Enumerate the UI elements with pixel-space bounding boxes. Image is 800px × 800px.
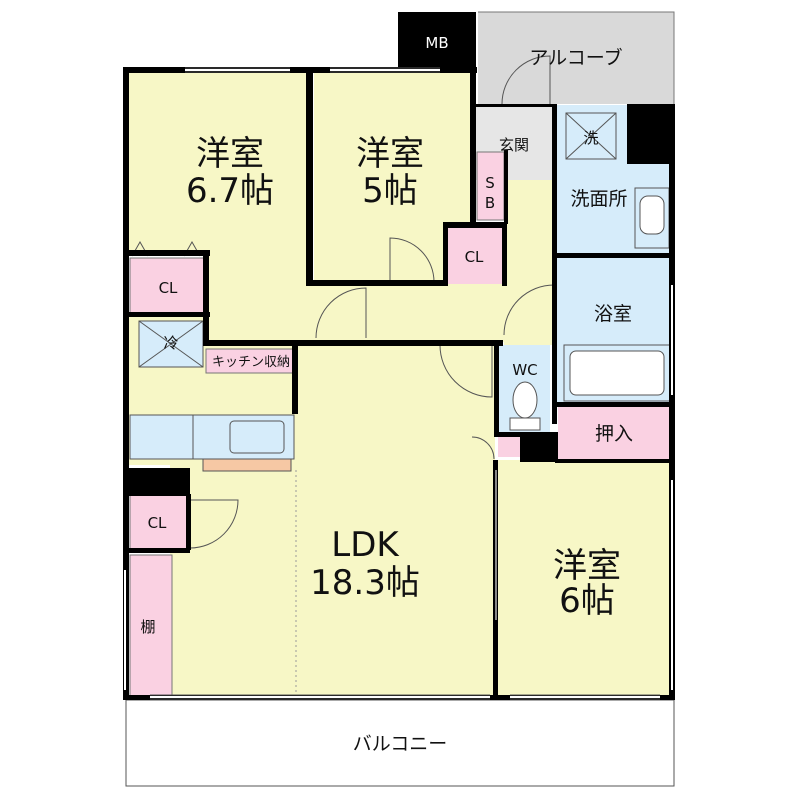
room-b-name: 洋室 bbox=[356, 134, 424, 174]
entrance-label: 玄関 bbox=[499, 136, 529, 154]
kitchen-storage-floor bbox=[205, 348, 297, 374]
wall-hall-ldk bbox=[203, 340, 503, 346]
room-b-size: 5帖 bbox=[362, 171, 418, 211]
shelf-floor bbox=[129, 554, 173, 699]
wall-sb-hall bbox=[504, 150, 508, 224]
wall-kitchen-top bbox=[126, 312, 210, 317]
bath-label: 浴室 bbox=[594, 303, 632, 325]
wall-room-ab bbox=[306, 73, 313, 285]
wall-wc-left bbox=[494, 342, 499, 437]
bathtub-inner bbox=[569, 350, 665, 396]
hall-door-room-a bbox=[315, 287, 367, 339]
vanity-basin bbox=[639, 195, 665, 235]
kitchen-sink bbox=[229, 420, 285, 454]
wall-shelf-top bbox=[126, 548, 190, 553]
hall-floor-2 bbox=[504, 180, 556, 345]
wall-closet-b bbox=[444, 222, 506, 228]
room-c-name: 洋室 bbox=[553, 546, 621, 586]
oshiire-label: 押入 bbox=[595, 423, 633, 445]
small-pink-storage bbox=[498, 435, 520, 457]
wall-room-b-right bbox=[470, 73, 476, 223]
wall-closet-c bbox=[126, 468, 190, 496]
wall-closet-c-right bbox=[186, 494, 191, 550]
wall-washroom-bath bbox=[555, 253, 673, 258]
toilet-tank bbox=[509, 417, 541, 431]
wall-bath-bottom bbox=[555, 402, 673, 407]
kitchen-storage-label: キッチン収納 bbox=[212, 355, 290, 370]
balcony-label: バルコニー bbox=[353, 733, 448, 755]
alcove-label: アルコーブ bbox=[529, 46, 622, 69]
kitchen-bar bbox=[202, 458, 292, 472]
wall-room-c-top bbox=[520, 432, 558, 462]
wall-washroom-left bbox=[552, 104, 557, 424]
closet-c-door-swing bbox=[189, 499, 239, 549]
ldk-floor bbox=[170, 345, 495, 697]
mb-label: MB bbox=[425, 34, 448, 52]
sb-label-b: B bbox=[485, 194, 495, 212]
bath-door-swing bbox=[503, 284, 555, 336]
ldk-name: LDK bbox=[331, 525, 400, 565]
room-a-floor bbox=[126, 70, 310, 250]
wall-oshiire-bottom bbox=[555, 459, 673, 463]
wall-room-a-closet bbox=[126, 250, 210, 256]
balcony-area bbox=[125, 699, 675, 787]
toilet-bowl bbox=[512, 381, 538, 419]
fridge-label: 冷 bbox=[163, 334, 178, 352]
closet-b-label: CL bbox=[465, 248, 484, 266]
hall-door-ldk bbox=[439, 344, 493, 398]
wall-room-b-bottom bbox=[306, 280, 446, 286]
wall-closet-b-left bbox=[443, 222, 448, 286]
room-a-size: 6.7帖 bbox=[186, 171, 274, 211]
wall-left bbox=[123, 67, 129, 700]
ldk-size: 18.3帖 bbox=[310, 563, 420, 603]
closet-c-label: CL bbox=[148, 514, 167, 532]
closet-a-label: CL bbox=[159, 279, 178, 297]
shelf-label: 棚 bbox=[140, 618, 155, 636]
alcove-outline bbox=[478, 11, 675, 104]
hall-door-room-b bbox=[389, 237, 435, 283]
wash-machine-label: 洗 bbox=[583, 129, 598, 147]
sb-label-s: S bbox=[485, 174, 495, 192]
oshiire-floor bbox=[558, 407, 671, 459]
room-c-size: 6帖 bbox=[559, 581, 615, 621]
wc-door-swing bbox=[471, 436, 495, 460]
alcove-area bbox=[478, 12, 674, 104]
closet-a-floor bbox=[129, 257, 207, 316]
wall-closet-b-right bbox=[502, 222, 507, 286]
room-a-name: 洋室 bbox=[196, 134, 264, 174]
room-c-floor bbox=[497, 460, 672, 697]
wall-top-left bbox=[123, 67, 477, 73]
wall-right-upper bbox=[627, 104, 675, 164]
wall-room-a-lower bbox=[203, 252, 209, 346]
entrance-door-swing bbox=[501, 55, 551, 105]
wall-entrance-bottom bbox=[474, 104, 556, 107]
closet-b-floor bbox=[446, 226, 502, 284]
wc-label: WC bbox=[512, 361, 537, 379]
washroom-label: 洗面所 bbox=[570, 188, 627, 210]
wall-kitchen-right bbox=[292, 346, 298, 414]
mb-box bbox=[398, 12, 476, 72]
